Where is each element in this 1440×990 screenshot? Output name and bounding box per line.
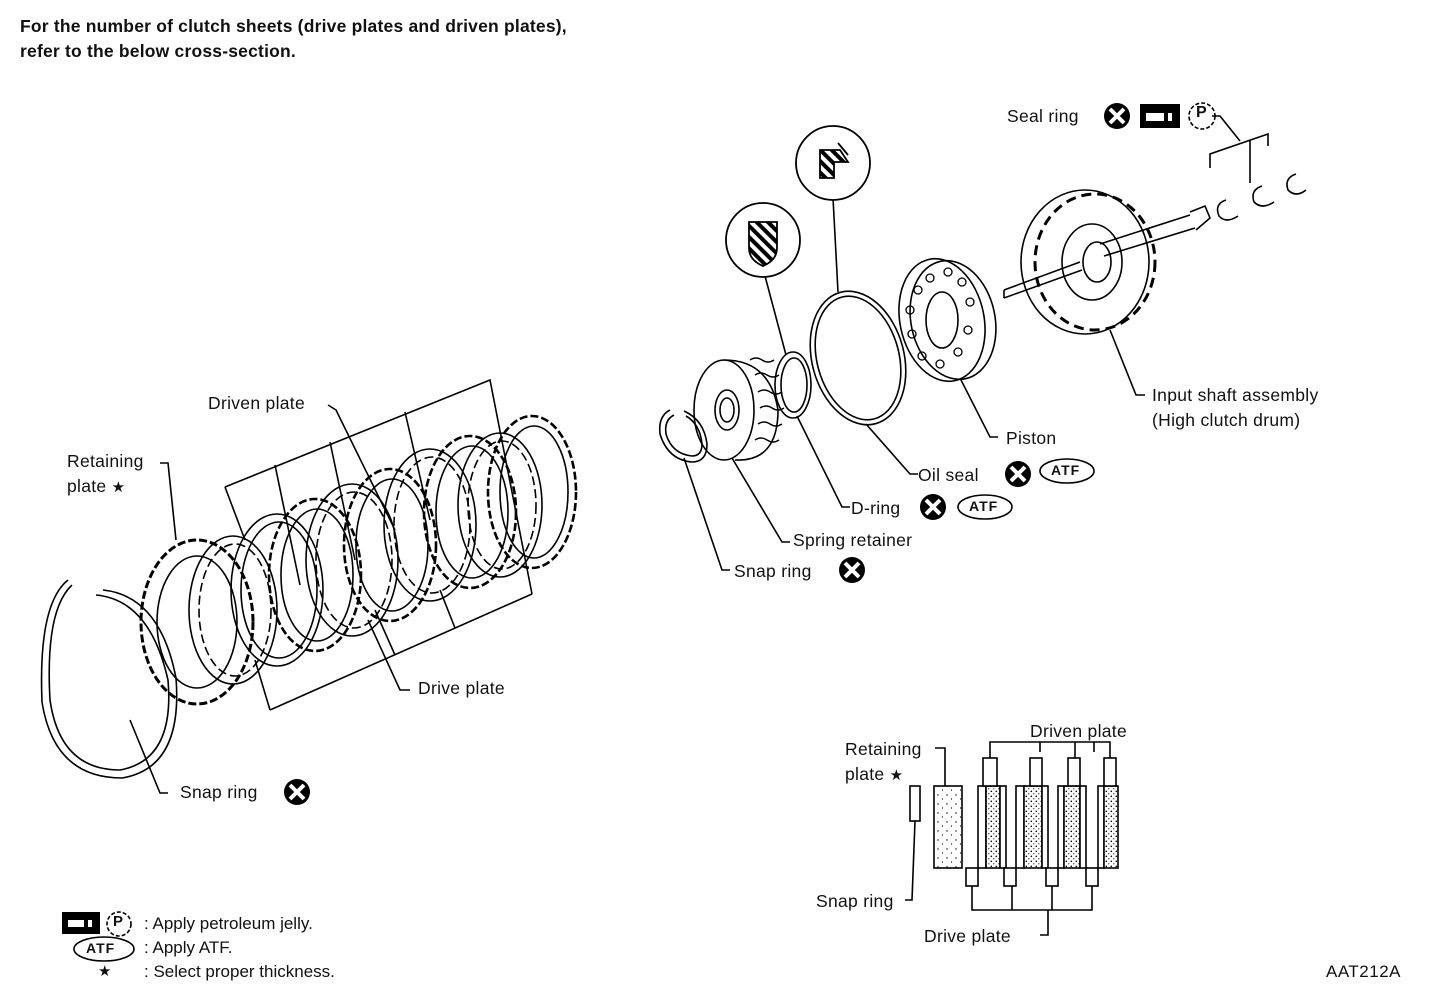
- intro-line-1: For the number of clutch sheets (drive p…: [20, 16, 567, 36]
- star-icon: ★: [111, 479, 126, 496]
- seal-ring-1: [1216, 199, 1239, 221]
- atf-mark-d-ring: ATF: [969, 498, 999, 514]
- label-high-clutch-drum: (High clutch drum): [1152, 410, 1301, 430]
- label-driven-plate-cs: Driven plate: [1030, 721, 1127, 741]
- oil-seal-part: [809, 290, 907, 426]
- figure-code: AAT212A: [1326, 962, 1402, 981]
- cs-snap-ring: [909, 785, 921, 822]
- input-shaft-drum: [1020, 189, 1150, 335]
- snap-ring-upper-part: [658, 409, 708, 463]
- label-d-ring: D-ring: [851, 498, 901, 518]
- label-driven-plate-left: Driven plate: [208, 393, 305, 413]
- intro-note: For the number of clutch sheets (drive p…: [20, 14, 567, 64]
- legend-text-thickness: : Select proper thickness.: [144, 962, 335, 981]
- snap-ring-left-part: [48, 584, 170, 771]
- retaining-plate-left-part: [139, 538, 255, 706]
- driven-plate-bracket: [224, 378, 533, 595]
- atf-mark-legend: ATF: [86, 940, 116, 956]
- oil-seal-direction-callout: [795, 125, 871, 201]
- label-seal-ring: Seal ring: [1007, 106, 1079, 126]
- label-snap-ring-upper: Snap ring: [734, 561, 812, 581]
- label-retaining-cs-2: plate ★: [845, 764, 904, 784]
- intro-line-2: refer to the below cross-section.: [20, 41, 296, 61]
- legend-text-atf: : Apply ATF.: [144, 938, 233, 957]
- label-spring-retainer: Spring retainer: [793, 530, 913, 550]
- do-not-reuse-icon-oil-seal: [1005, 461, 1031, 487]
- label-drive-plate-cs: Drive plate: [924, 926, 1011, 946]
- label-retaining-left-2: plate ★: [67, 476, 126, 496]
- do-not-reuse-icon-snap-ring-upper: [839, 557, 865, 583]
- petroleum-jelly-icon-seal-ring: [1140, 104, 1180, 128]
- label-retaining-left-1: Retaining: [67, 451, 144, 471]
- piston-part: [898, 257, 986, 383]
- label-drive-plate-left: Drive plate: [418, 678, 505, 698]
- label-input-shaft-assembly: Input shaft assembly: [1152, 385, 1319, 405]
- p-mark-seal-ring: P: [1196, 104, 1207, 121]
- spring-retainer-part: [693, 359, 755, 461]
- petroleum-jelly-icon-legend: [62, 912, 100, 934]
- do-not-reuse-icon-d-ring: [920, 494, 946, 520]
- d-ring-part: [774, 351, 812, 419]
- cs-retaining-plate: [933, 785, 963, 869]
- do-not-reuse-icon-snap-ring-left: [284, 779, 310, 805]
- drive-plate-bracket: [269, 593, 533, 711]
- label-oil-seal: Oil seal: [918, 465, 979, 485]
- star-icon: ★: [98, 963, 112, 980]
- atf-mark-oil-seal: ATF: [1051, 462, 1081, 478]
- label-snap-ring-left: Snap ring: [180, 782, 258, 802]
- label-retaining-cs-1: Retaining: [845, 739, 922, 759]
- legend-text-petroleum-jelly: : Apply petroleum jelly.: [144, 914, 313, 933]
- slot-alignment-callout: [725, 202, 801, 278]
- star-icon: ★: [889, 767, 904, 784]
- label-piston: Piston: [1006, 428, 1057, 448]
- label-snap-ring-cs: Snap ring: [816, 891, 894, 911]
- p-mark-legend: P: [113, 913, 124, 930]
- do-not-reuse-icon-seal-ring: [1104, 103, 1130, 129]
